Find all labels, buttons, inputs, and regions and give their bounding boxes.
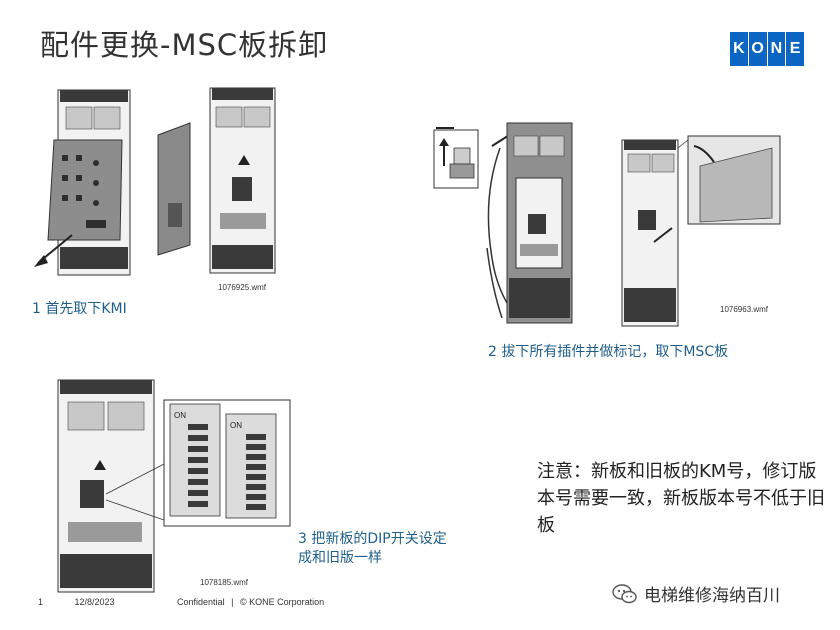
kone-logo: K O N E [730, 32, 804, 66]
footer-separator: | [231, 597, 234, 607]
figure-file-label: 1078185.wmf [200, 578, 249, 587]
step-3-caption-line2: 成和旧版一样 [298, 550, 382, 566]
dip-on-label: ON [230, 421, 242, 430]
footer: 1 12/8/2023 Confidential | © KONE Corpor… [38, 597, 324, 607]
wechat-icon [612, 583, 637, 603]
note-text: 注意：新板和旧板的KM号，修订版本号需要一致，新板版本号不低于旧板 [537, 461, 825, 536]
footer-date: 12/8/2023 [74, 597, 115, 607]
logo-letter: N [767, 32, 786, 66]
dip-on-label: ON [174, 411, 186, 420]
logo-letter: O [748, 32, 767, 66]
step-2-caption: 2 拔下所有插件并做标记，取下MSC板 [488, 344, 729, 360]
slide-title: 配件更换-MSC板拆卸 [40, 28, 329, 62]
logo-letter: E [786, 32, 804, 66]
watermark: 电梯维修海纳百川 [612, 581, 780, 606]
figure-file-label: 1076963.wmf [720, 305, 769, 314]
footer-confidential: Confidential [177, 597, 225, 607]
watermark-text: 电梯维修海纳百川 [644, 586, 780, 606]
figure-kmi-removal [34, 87, 276, 276]
logo-letter: K [730, 32, 748, 66]
footer-copyright: © KONE Corporation [239, 597, 325, 607]
step-1-caption: 1 首先取下KMI [32, 301, 127, 317]
page-number: 1 [38, 597, 44, 607]
figure-unplug-connectors [433, 122, 781, 327]
step-3-caption-line1: 3 把新板的DIP开关设定 [298, 531, 447, 547]
figure-dip-switch: ON ON [57, 379, 291, 593]
figure-file-label: 1076925.wmf [218, 283, 267, 292]
